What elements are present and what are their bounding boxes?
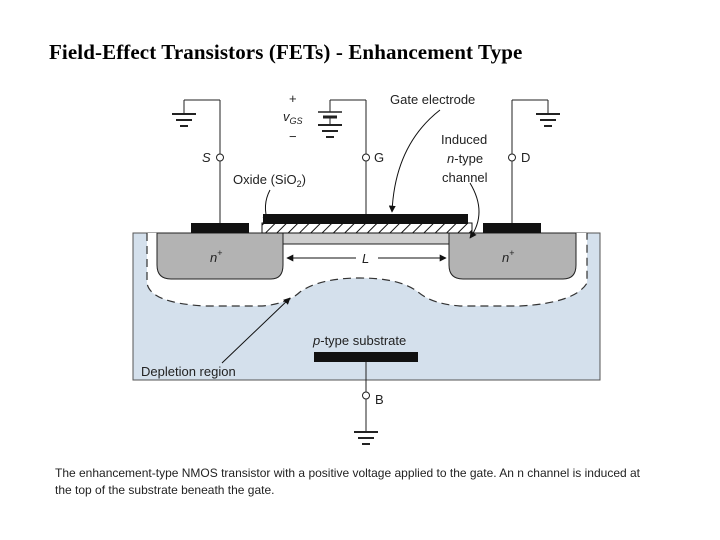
slide-title: Field-Effect Transistors (FETs) - Enhanc… — [49, 40, 523, 64]
depletion-boundary — [146, 233, 588, 307]
figure-caption: The enhancement-type NMOS transistor wit… — [55, 466, 641, 497]
ground-icon — [354, 431, 378, 445]
depletion-region-label: Depletion region — [141, 364, 236, 379]
gate-electrode — [263, 214, 468, 224]
gate-electrode-label: Gate electrode — [390, 92, 475, 107]
source-contact — [191, 223, 249, 233]
vgs-label: vGS — [283, 109, 303, 126]
vgs-plus-label: + — [289, 91, 297, 106]
vgs-minus-label: − — [289, 129, 297, 144]
drain-contact — [483, 223, 541, 233]
oxide-layer — [261, 222, 473, 234]
ground-icon — [172, 113, 196, 127]
induced-channel-arrow — [469, 182, 480, 239]
source-n-plus-label: n+ — [210, 248, 223, 265]
oxide-arrow — [262, 189, 271, 223]
drain-n-plus-region — [448, 232, 577, 280]
gate-electrode-arrow — [388, 109, 441, 213]
body-terminal — [362, 391, 370, 400]
drain-n-plus-label: n+ — [502, 248, 515, 265]
induced-channel-label-line1: Induced — [441, 132, 487, 147]
source-terminal — [216, 153, 224, 162]
induced-channel-label-line3: channel — [442, 170, 488, 185]
depletion-arrow — [221, 297, 291, 364]
oxide-label: Oxide (SiO2) — [233, 172, 306, 189]
body-label: B — [375, 392, 384, 407]
battery-icon — [318, 111, 342, 119]
ground-icon — [536, 113, 560, 127]
gate-label: G — [374, 150, 384, 165]
drain-label: D — [521, 150, 530, 165]
substrate-label: p-type substrate — [312, 333, 406, 348]
induced-channel-region — [282, 232, 450, 245]
body-contact — [314, 352, 418, 362]
source-label: S — [202, 150, 211, 165]
ground-icon — [318, 124, 342, 138]
length-label: L — [362, 251, 369, 266]
induced-channel-label-line2: n-type — [447, 151, 483, 166]
gate-terminal — [362, 153, 370, 162]
drain-terminal — [508, 153, 516, 162]
source-n-plus-region — [156, 232, 284, 280]
